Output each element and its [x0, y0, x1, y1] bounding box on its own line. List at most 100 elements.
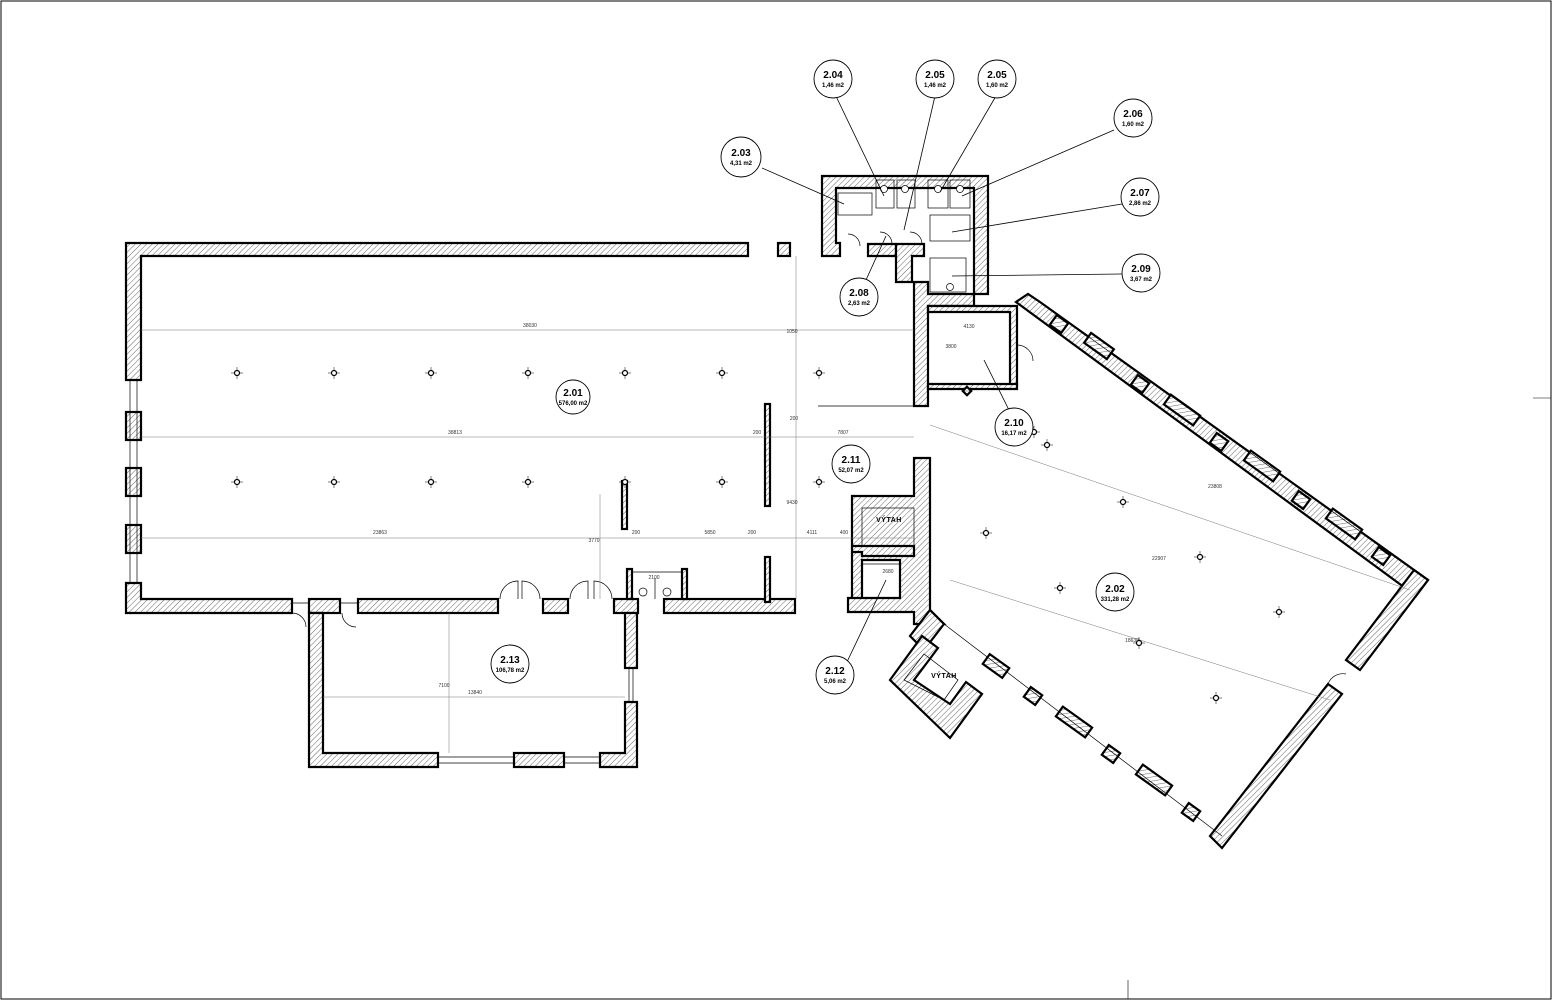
dim-label: 23808: [1208, 484, 1222, 490]
dim-label: 38813: [448, 430, 462, 436]
ceiling-light-marker: [1054, 582, 1066, 594]
ceiling-light-marker: [425, 476, 437, 488]
ceiling-light-marker: [716, 476, 728, 488]
dim-label: 400: [840, 530, 849, 536]
room-tag: 2.11 52,07 m2: [831, 444, 871, 484]
ceiling-light-marker: [425, 367, 437, 379]
ceiling-light-marker: [1194, 551, 1206, 563]
svg-text:3,67 m2: 3,67 m2: [1130, 277, 1153, 283]
small-wc: [625, 567, 689, 601]
ceiling-light-marker: [1210, 692, 1222, 704]
svg-text:5,06 m2: 5,06 m2: [824, 679, 847, 685]
annex-walls: [307, 611, 639, 769]
dim-label: 38030: [523, 323, 537, 329]
ceiling-light-marker: [231, 367, 243, 379]
room-tag: 2.06 1,60 m2: [1113, 98, 1153, 138]
dim-label: 7807: [837, 430, 848, 436]
ceiling-light-marker: [813, 476, 825, 488]
dim-label: 13840: [468, 690, 482, 696]
dim-label: 9430: [786, 500, 797, 506]
room-tag: 2.082,63 m2: [839, 277, 879, 317]
svg-text:1,46 m2: 1,46 m2: [924, 83, 947, 89]
svg-text:2.13: 2.13: [500, 655, 520, 666]
ceiling-light-marker: [1133, 637, 1145, 649]
dim-label: 2680: [882, 569, 893, 575]
service-core: [820, 174, 990, 408]
svg-text:2,63 m2: 2,63 m2: [848, 301, 871, 307]
dim-label: 200: [753, 430, 762, 436]
dim-label: 200: [790, 416, 799, 422]
room-tag: 2.01 576,00 m2: [555, 379, 591, 415]
svg-text:1,60 m2: 1,60 m2: [1122, 122, 1145, 128]
room-tag: 2.05 1,46 m2: [915, 59, 955, 99]
ceiling-light-marker: [1117, 496, 1129, 508]
ceiling-light-marker: [980, 527, 992, 539]
ceiling-light-marker: [522, 476, 534, 488]
elevator-label-upper: VÝTAH: [876, 515, 902, 524]
elevator-block: [846, 456, 947, 626]
dimension-labels: 38030 38813 23863 13840 7100 3770 200 20…: [373, 323, 1222, 696]
leader-lines: [761, 89, 1123, 665]
svg-text:2.07: 2.07: [1130, 188, 1150, 199]
ceiling-light-marker: [619, 476, 631, 488]
svg-text:2.12: 2.12: [825, 666, 845, 677]
room-tag: 2.04 1,46 m2: [813, 59, 853, 99]
dim-label: 3800: [945, 344, 956, 350]
svg-text:4,31 m2: 4,31 m2: [730, 161, 753, 167]
dimension-lines: [141, 256, 1411, 753]
dim-label: 2100: [648, 575, 659, 581]
dim-label: 200: [632, 530, 641, 536]
ceiling-light-marker: [1041, 439, 1053, 451]
svg-text:1,46 m2: 1,46 m2: [822, 83, 845, 89]
dim-label: 3770: [588, 538, 599, 544]
svg-text:52,07 m2: 52,07 m2: [838, 468, 864, 474]
svg-text:2.05: 2.05: [987, 70, 1007, 81]
dim-label: 22907: [1152, 556, 1166, 562]
svg-text:331,28 m2: 331,28 m2: [1101, 597, 1130, 603]
svg-text:2.06: 2.06: [1123, 109, 1143, 120]
svg-text:2.05: 2.05: [925, 70, 945, 81]
svg-text:2,86 m2: 2,86 m2: [1129, 201, 1152, 207]
dim-label: 200: [748, 530, 757, 536]
room-210-walls: [926, 304, 1034, 397]
dim-label: 4130: [963, 324, 974, 330]
hall-walls: [124, 241, 914, 628]
svg-text:2.11: 2.11: [842, 455, 861, 466]
ceiling-markers: [231, 367, 1285, 704]
svg-text:2.04: 2.04: [823, 70, 843, 81]
svg-text:2.09: 2.09: [1131, 264, 1151, 275]
wing-walls: [888, 292, 1430, 850]
ceiling-light-marker: [231, 476, 243, 488]
svg-text:576,00 m2: 576,00 m2: [559, 401, 588, 407]
ceiling-light-marker: [328, 367, 340, 379]
ceiling-light-marker: [619, 367, 631, 379]
dim-label: 7100: [438, 683, 449, 689]
svg-text:2.01: 2.01: [563, 388, 583, 399]
svg-text:106,78 m2: 106,78 m2: [496, 668, 525, 674]
room-tag: 2.05 1,60 m2: [977, 59, 1017, 99]
dim-label: 4111: [807, 530, 818, 536]
room-tag: 2.09 3,67 m2: [1121, 253, 1161, 293]
ceiling-light-marker: [522, 367, 534, 379]
room-tag: 2.07 2,86 m2: [1120, 177, 1160, 217]
svg-text:2.10: 2.10: [1004, 418, 1024, 429]
room-tag: 2.13 106,78 m2: [490, 644, 530, 684]
ceiling-light-marker: [716, 367, 728, 379]
svg-text:2.02: 2.02: [1105, 584, 1125, 595]
ceiling-light-marker: [328, 476, 340, 488]
svg-text:2.03: 2.03: [731, 148, 751, 159]
svg-text:1,60 m2: 1,60 m2: [986, 83, 1009, 89]
dim-label: 23863: [373, 530, 387, 536]
ceiling-light-marker: [813, 367, 825, 379]
dim-label: 18630: [1125, 638, 1139, 644]
dim-label: 5850: [704, 530, 715, 536]
room-tag: 2.03 4,31 m2: [720, 136, 762, 178]
ceiling-light-marker: [1273, 606, 1285, 618]
room-tag: 2.12 5,06 m2: [815, 655, 855, 695]
elevator-label-lower: VÝTAH: [931, 671, 957, 680]
room-tag: 2.02 331,28 m2: [1095, 572, 1135, 612]
dim-label: 1050: [786, 329, 797, 335]
